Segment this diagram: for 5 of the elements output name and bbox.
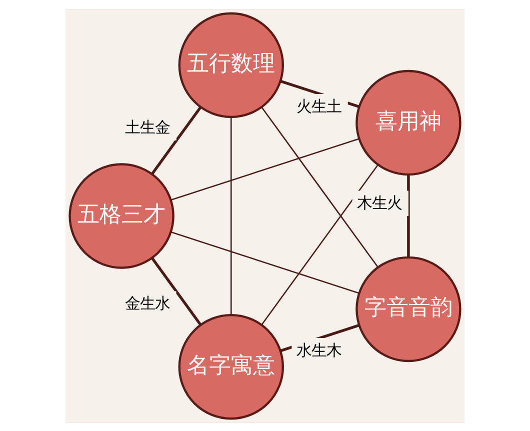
edge-label: 金生水 [125,294,170,312]
edge-label: 火生土 [296,96,342,115]
edge-label: 土生金 [125,118,170,136]
edge-label: 木生火 [357,193,402,212]
edge-label: 水生木 [296,340,342,359]
